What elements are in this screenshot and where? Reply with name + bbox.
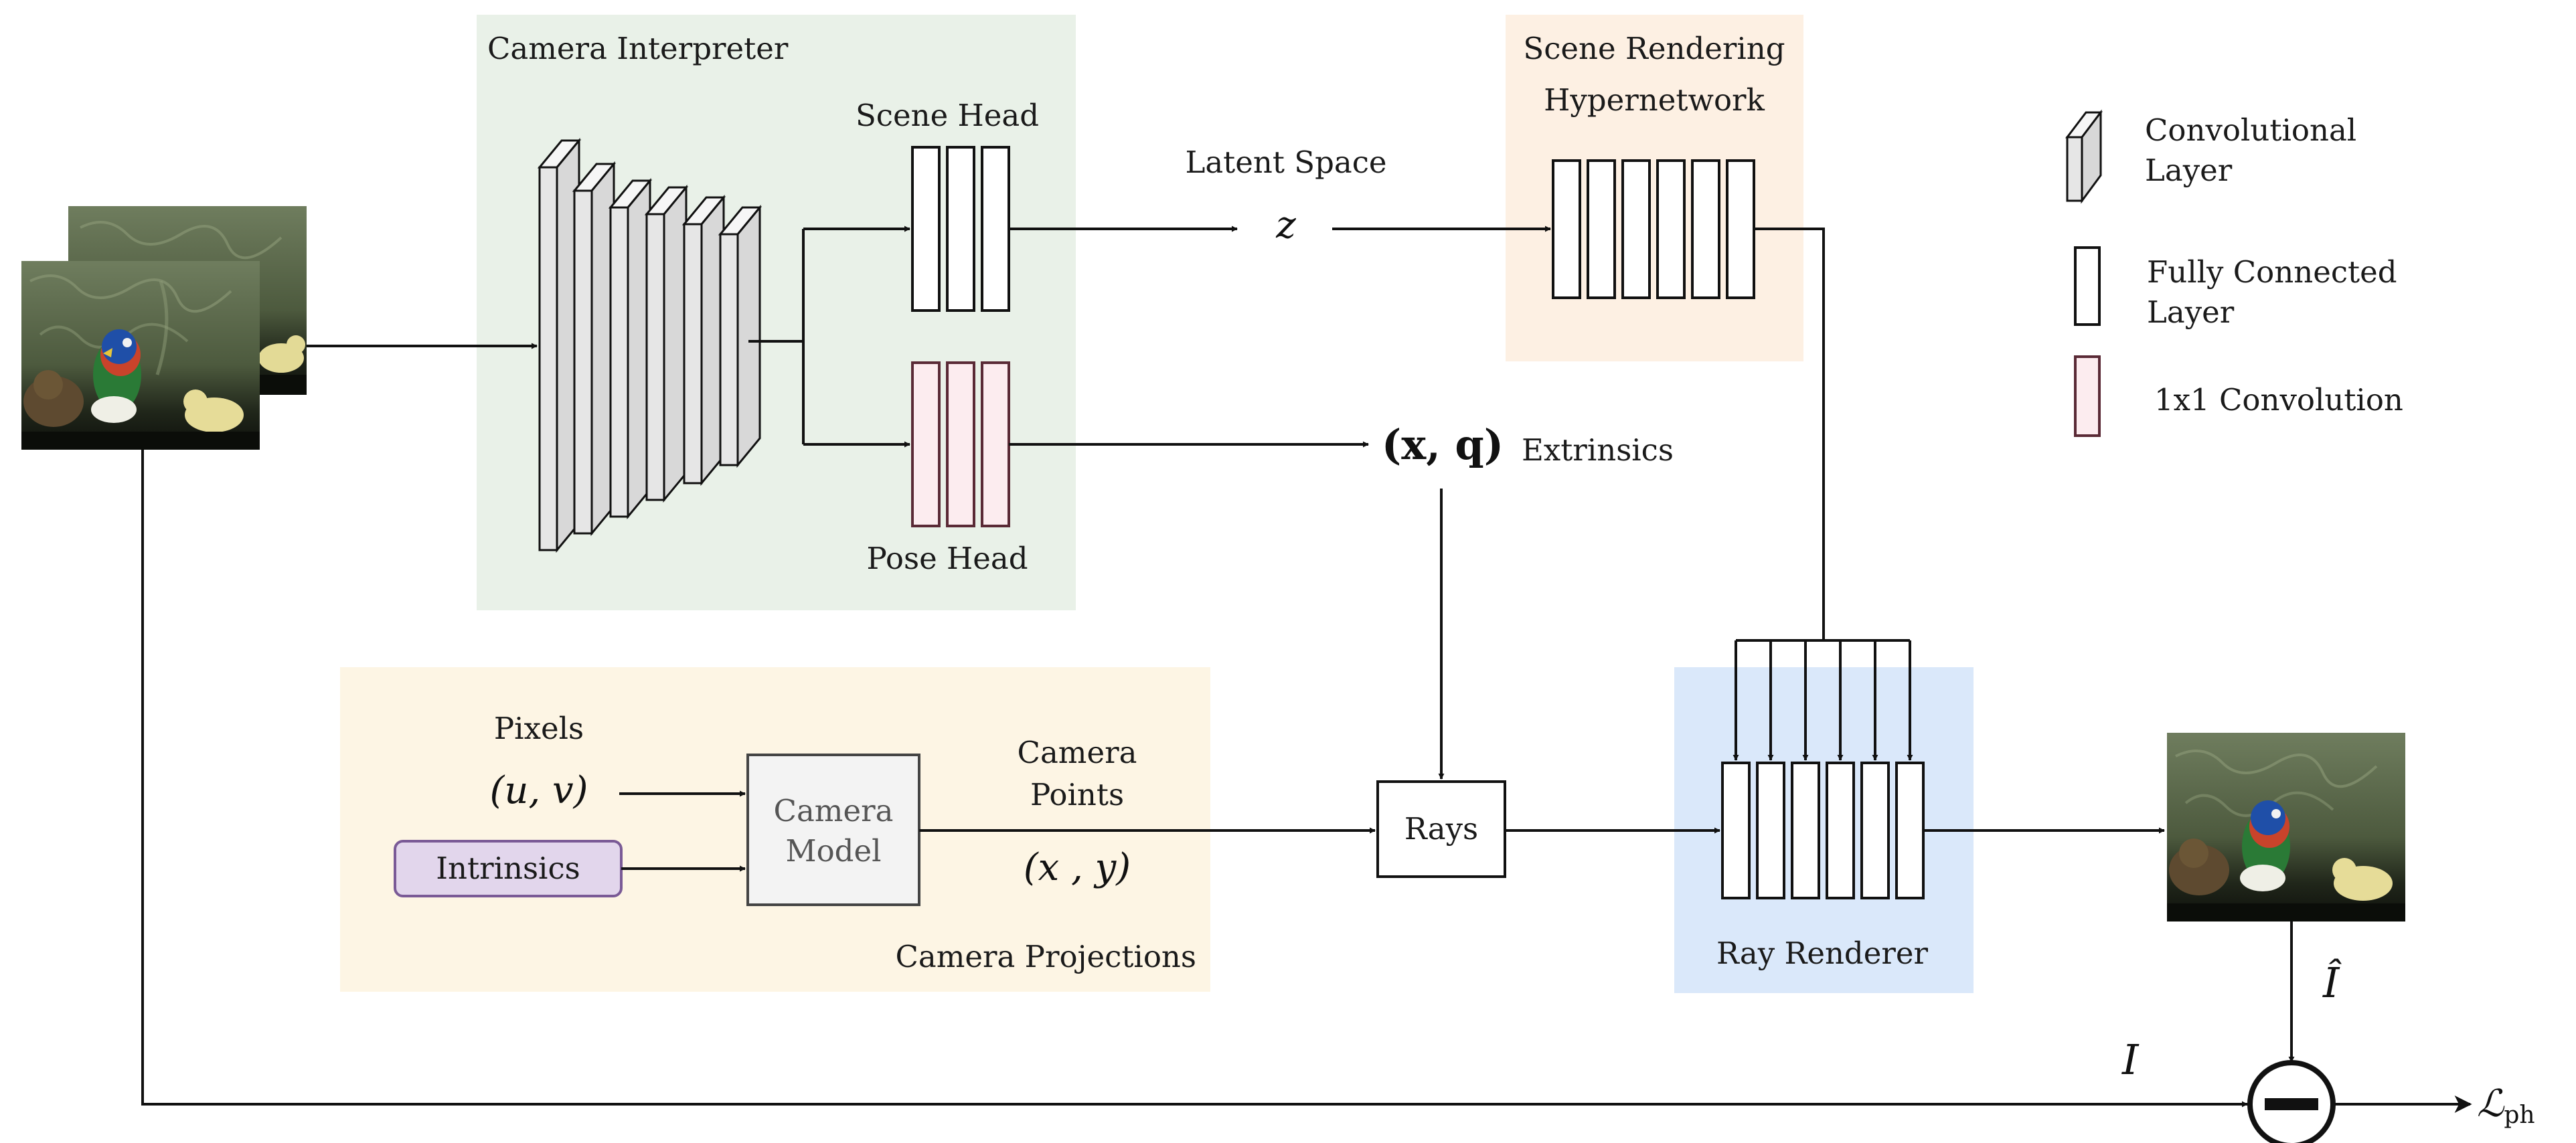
camera-points-line2: Points bbox=[1030, 777, 1124, 812]
rays-box bbox=[1376, 780, 1506, 878]
fc-layer bbox=[1726, 159, 1755, 299]
fc-layer bbox=[1756, 762, 1785, 899]
fc-layer bbox=[1791, 762, 1820, 899]
legend-conv-label-1: Convolutional bbox=[2145, 112, 2356, 148]
hypernetwork-layers bbox=[1552, 159, 1755, 299]
i-hat-symbol: Î bbox=[2322, 958, 2342, 1007]
subtraction-node bbox=[2247, 1060, 2336, 1143]
arrow-input-to-minus bbox=[141, 450, 2248, 1108]
conv1x1-layer bbox=[946, 361, 975, 527]
input-image-stack bbox=[21, 206, 307, 450]
conv-layer-6 bbox=[718, 204, 762, 468]
fc-layer bbox=[1826, 762, 1855, 899]
fc-layer bbox=[946, 146, 975, 312]
camera-points-line1: Camera bbox=[1018, 735, 1137, 770]
connections bbox=[141, 226, 2472, 1113]
fc-layer bbox=[1721, 762, 1751, 899]
ray-renderer-title: Ray Renderer bbox=[1716, 936, 1929, 971]
latent-space-label: Latent Space bbox=[1185, 145, 1386, 180]
camera-model-line1: Camera bbox=[774, 793, 894, 828]
extrinsics-symbol: (x, q) bbox=[1382, 420, 1504, 469]
pose-head-label: Pose Head bbox=[866, 541, 1028, 576]
fc-layer bbox=[981, 146, 1010, 312]
camera-interpreter-title: Camera Interpreter bbox=[487, 31, 789, 66]
ray-renderer-layers bbox=[1721, 762, 1925, 899]
loss-main: ℒ bbox=[2477, 1082, 2505, 1126]
wire-hypernetwork-out bbox=[1754, 228, 1825, 640]
i-symbol: I bbox=[2121, 1035, 2140, 1084]
conv1x1-layer bbox=[981, 361, 1010, 527]
output-image bbox=[2167, 733, 2405, 921]
fc-layer bbox=[1895, 762, 1925, 899]
fc-layer bbox=[1860, 762, 1890, 899]
legend-fc-icon bbox=[2074, 246, 2101, 326]
conv1x1-layer bbox=[911, 361, 941, 527]
fc-layer bbox=[1656, 159, 1686, 299]
scene-head-label: Scene Head bbox=[856, 98, 1039, 133]
fc-layer bbox=[1621, 159, 1651, 299]
scene-head bbox=[911, 146, 1010, 312]
camera-model-line2: Model bbox=[786, 833, 882, 869]
fc-layer bbox=[1691, 159, 1720, 299]
conv-layer-4 bbox=[644, 184, 689, 503]
loss-subscript: ph bbox=[2504, 1102, 2534, 1129]
scene-rendering-panel bbox=[1506, 15, 1803, 361]
conv-layer-2 bbox=[572, 161, 617, 537]
pose-head bbox=[911, 361, 1010, 527]
input-image-front bbox=[21, 261, 260, 450]
legend-conv-icon bbox=[2065, 109, 2103, 204]
legend-fc-label-1: Fully Connected bbox=[2147, 254, 2397, 290]
camera-projections-title: Camera Projections bbox=[895, 939, 1196, 974]
conv-layer-3 bbox=[608, 177, 653, 520]
conv-layer-5 bbox=[681, 194, 726, 487]
latent-symbol: z bbox=[1275, 203, 1296, 247]
intrinsics-label: Intrinsics bbox=[436, 851, 580, 886]
legend-conv1x1-icon bbox=[2074, 355, 2101, 437]
legend: Convolutional Layer Fully Connected Laye… bbox=[2065, 109, 2403, 437]
legend-conv-label-2: Layer bbox=[2145, 153, 2233, 188]
legend-fc-label-2: Layer bbox=[2147, 294, 2235, 330]
encoder-conv-stack bbox=[537, 137, 762, 553]
camera-points-symbol: (x , y) bbox=[1024, 846, 1131, 889]
fc-layer bbox=[1587, 159, 1616, 299]
loss-symbol: ℒph bbox=[2477, 1082, 2535, 1129]
scene-rendering-title-1: Scene Rendering bbox=[1523, 31, 1785, 66]
extrinsics-label: Extrinsics bbox=[1522, 432, 1674, 468]
fc-layer bbox=[1552, 159, 1581, 299]
rays-label: Rays bbox=[1404, 811, 1478, 847]
scene-rendering-title-2: Hypernetwork bbox=[1544, 82, 1765, 118]
pixels-label: Pixels bbox=[494, 711, 584, 746]
fc-layer bbox=[911, 146, 941, 312]
pixels-symbol: (u, v) bbox=[490, 769, 588, 812]
camera-model-box bbox=[746, 754, 920, 906]
legend-conv1x1-label: 1x1 Convolution bbox=[2154, 382, 2403, 418]
conv-layer-1 bbox=[537, 137, 582, 553]
